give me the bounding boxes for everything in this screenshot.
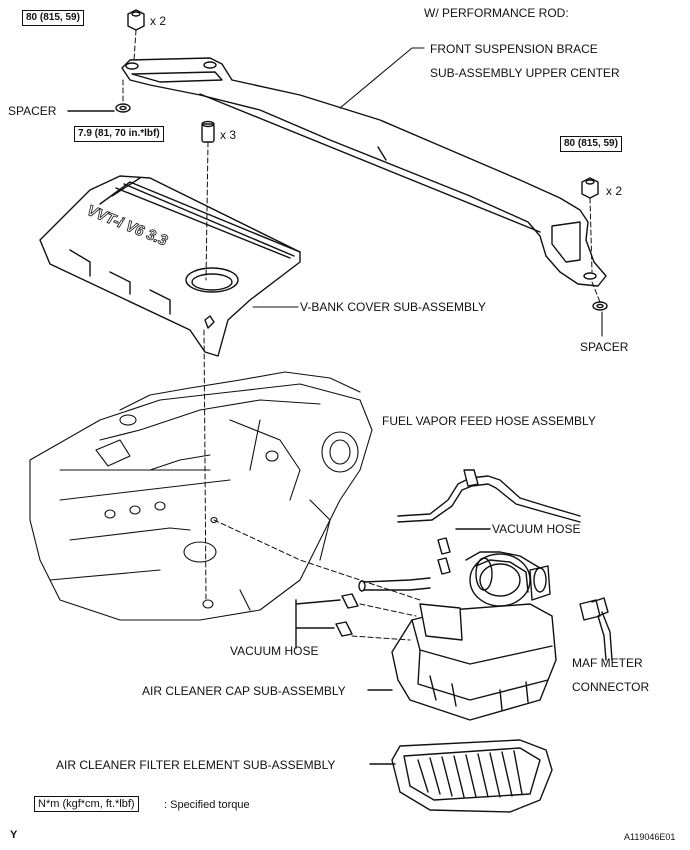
rear-nut-drawing: [581, 177, 599, 199]
right-spacer-drawing: [592, 301, 608, 311]
rear-nut-torque-box: 80 (815, 59): [560, 136, 622, 152]
lower-vacuum-hose-drawing: [335, 593, 359, 637]
footer-left-mark: Y: [10, 829, 18, 841]
spacer-right-label: SPACER: [580, 340, 629, 354]
vbank-cover-drawing: [39, 175, 301, 357]
header-title: W/ PERFORMANCE ROD:: [424, 6, 569, 20]
filter-element-drawing: [391, 739, 553, 813]
front-nut-drawing: [127, 9, 145, 31]
maf-connector-drawing: [579, 597, 613, 661]
maf-label-line1: MAF METER: [572, 656, 643, 670]
upper-vacuum-hose-drawing: [437, 537, 451, 575]
fuel-vapor-hose-label: FUEL VAPOR FEED HOSE ASSEMBLY: [382, 414, 596, 428]
air-cleaner-cap-drawing: [358, 551, 557, 721]
front-nut-torque-box: 80 (815, 59): [22, 10, 84, 26]
filter-element-label: AIR CLEANER FILTER ELEMENT SUB-ASSEMBLY: [56, 758, 336, 772]
cover-bolt-torque-box: 7.9 (81, 70 in.*lbf): [74, 126, 164, 142]
legend-text: : Specified torque: [164, 799, 250, 811]
brace-label-line2: SUB-ASSEMBLY UPPER CENTER: [430, 66, 620, 80]
vbank-cover-label: V-BANK COVER SUB-ASSEMBLY: [300, 300, 486, 314]
brace-label-line1: FRONT SUSPENSION BRACE: [430, 42, 598, 56]
maf-label-line2: CONNECTOR: [572, 680, 650, 694]
front-nut-qty: x 2: [150, 14, 167, 28]
rear-nut-qty: x 2: [606, 184, 623, 198]
air-cleaner-cap-label: AIR CLEANER CAP SUB-ASSEMBLY: [142, 684, 346, 698]
legend-unit-box: N*m (kgf*cm, ft.*lbf): [34, 796, 139, 812]
vacuum-hose-upper-label: VACUUM HOSE: [492, 522, 581, 536]
left-spacer-drawing: [115, 103, 131, 113]
spacer-left-label: SPACER: [8, 104, 57, 118]
cover-bolt-drawing: [201, 120, 215, 143]
figure-code: A119046E01: [624, 832, 676, 842]
vacuum-hose-lower-label: VACUUM HOSE: [230, 644, 319, 658]
engine-drawing: [29, 371, 373, 621]
fuel-vapor-hose-drawing: [397, 469, 581, 523]
cover-bolt-qty: x 3: [220, 128, 237, 142]
suspension-brace-drawing: [121, 57, 607, 287]
